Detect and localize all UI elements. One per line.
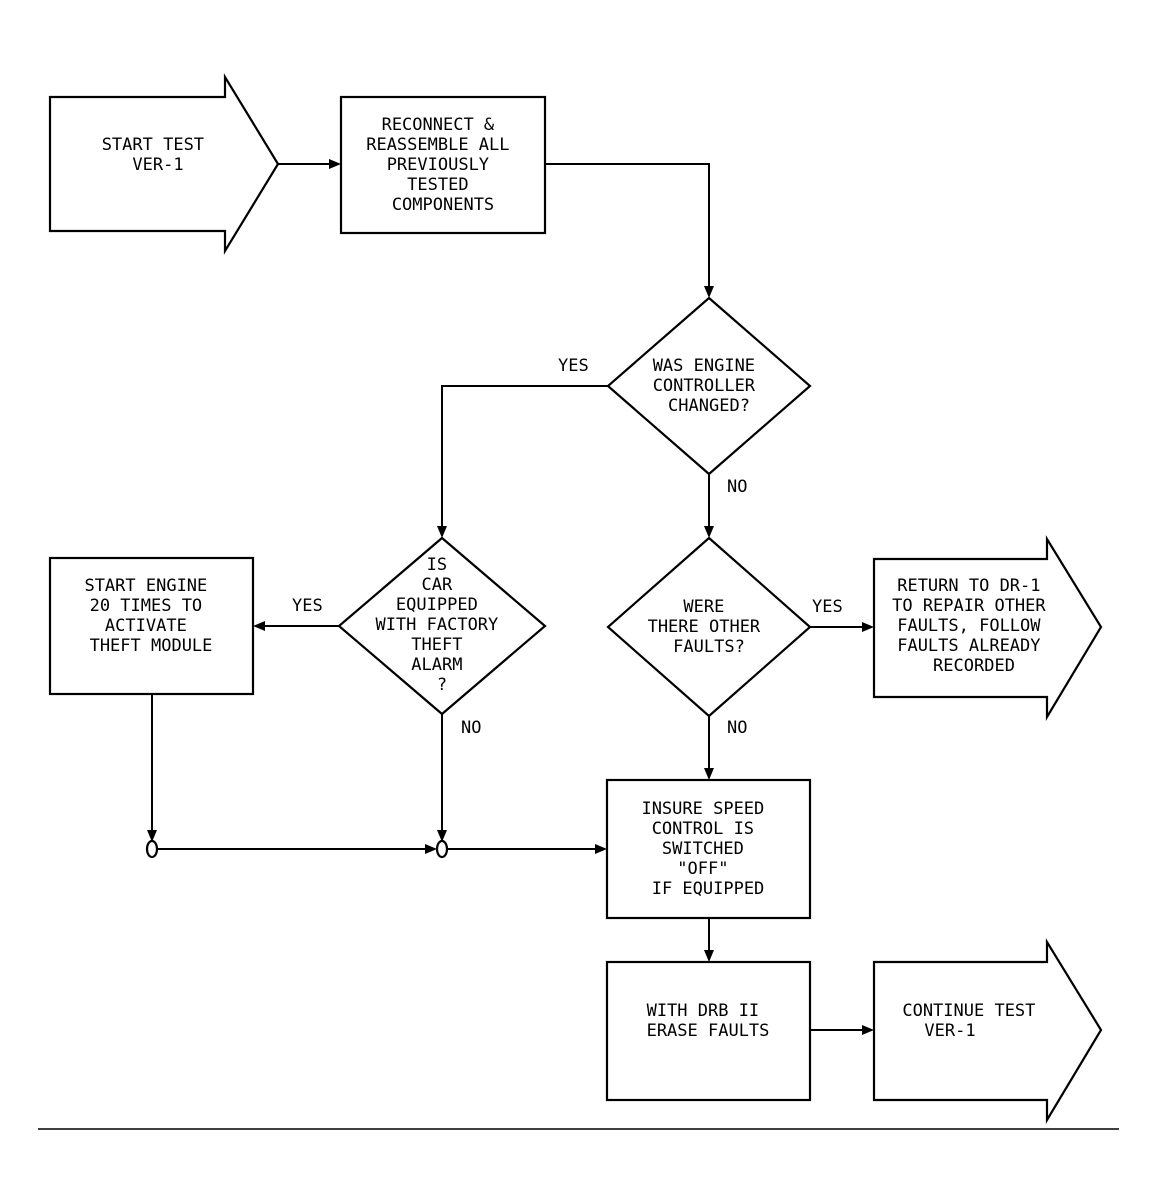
arrowhead-engine-junction1 [147,830,157,842]
arrowhead-reconnect-engine [704,286,714,298]
junction-center [435,839,449,859]
other-faults-text: WERE THERE OTHER FAULTS? [648,597,771,657]
erase-faults-text: WITH DRB II ERASE FAULTS [647,1001,770,1041]
reconnect-text: RECONNECT & REASSEMBLE ALL PREVIOUSLY TE… [366,115,520,215]
arrowhead-faults-yes-return [862,622,874,632]
start-test-text: START TEST VER-1 [102,135,215,175]
label-faults-no: NO [727,718,747,738]
theft-alarm-text: IS CAR EQUIPPED WITH FACTORY THEFT ALARM… [375,555,508,695]
arrowhead-theft-no-junction2 [437,830,447,842]
arrowhead-junction1-junction2 [425,844,437,854]
engine-controller-decision: WAS ENGINE CONTROLLER CHANGED? [606,296,812,476]
erase-faults-node: WITH DRB II ERASE FAULTS [605,960,812,1102]
arrowhead-engine-no-faults [704,526,714,538]
continue-test-text: CONTINUE TEST VER-1 [902,1001,1045,1041]
arrowhead-start-reconnect [329,159,341,169]
reconnect-node: RECONNECT & REASSEMBLE ALL PREVIOUSLY TE… [339,95,547,235]
start-test-node: START TEST VER-1 [48,73,280,255]
label-engine-no: NO [727,477,747,497]
start-engine-node: START ENGINE 20 TIMES TO ACTIVATE THEFT … [48,556,255,696]
label-theft-no: NO [461,718,481,738]
start-engine-text: START ENGINE 20 TIMES TO ACTIVATE THEFT … [84,576,217,656]
arrowhead-theft-yes-engine [253,621,265,631]
theft-alarm-decision: IS CAR EQUIPPED WITH FACTORY THEFT ALARM… [337,536,547,716]
arrowhead-engine-yes-theft [437,526,447,538]
arrowhead-insure-erase [704,950,714,962]
label-theft-yes: YES [292,596,323,616]
connectors [145,159,874,1035]
engine-controller-text: WAS ENGINE CONTROLLER CHANGED? [653,356,766,416]
arrowhead-erase-continue [862,1025,874,1035]
other-faults-decision: WERE THERE OTHER FAULTS? [606,536,812,718]
insure-speed-text: INSURE SPEED CONTROL IS SWITCHED "OFF" I… [641,799,774,899]
arrowhead-faults-no-insure [704,768,714,780]
label-engine-yes: YES [558,356,589,376]
connector-reconnect-engine [545,163,710,288]
insure-speed-node: INSURE SPEED CONTROL IS SWITCHED "OFF" I… [605,778,812,920]
label-faults-yes: YES [812,597,843,617]
junction-left [145,839,159,859]
arrowhead-junction2-insure [595,844,607,854]
return-dr1-text: RETURN TO DR-1 TO REPAIR OTHER FAULTS, F… [892,576,1056,676]
connector-engine-yes-theft [441,385,608,528]
return-dr1-node: RETURN TO DR-1 TO REPAIR OTHER FAULTS, F… [872,535,1103,721]
continue-test-node: CONTINUE TEST VER-1 [872,938,1103,1124]
